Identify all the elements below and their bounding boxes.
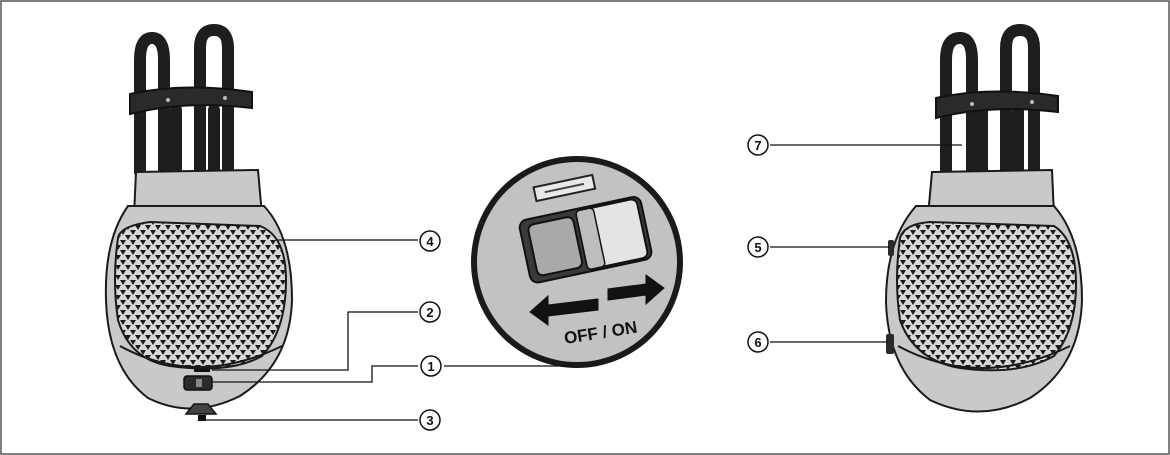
callout-5: 5 — [747, 236, 769, 258]
right-headband — [940, 23, 1040, 182]
left-strap-clip — [129, 86, 253, 116]
svg-text:4: 4 — [426, 234, 434, 249]
callout-1: 1 — [420, 355, 442, 377]
left-headband — [134, 23, 234, 178]
leader-lines — [206, 144, 962, 421]
off-arrow-icon — [529, 294, 599, 326]
svg-text:3: 3 — [426, 413, 433, 428]
svg-text:7: 7 — [754, 138, 761, 153]
svg-text:2: 2 — [426, 305, 433, 320]
right-cup-grille — [896, 220, 1078, 372]
svg-text:6: 6 — [754, 335, 761, 350]
switch-detail-inset: OFF / ON — [471, 156, 683, 368]
callout-6: 6 — [747, 331, 769, 353]
switch-arrows — [529, 274, 665, 326]
left-bottom-jack — [184, 403, 218, 415]
right-button-upper — [888, 240, 894, 256]
callout-7: 7 — [747, 134, 769, 156]
right-earmuff — [884, 23, 1084, 413]
right-strap-clip — [935, 90, 1059, 120]
svg-text:5: 5 — [754, 240, 761, 255]
callout-2: 2 — [419, 301, 441, 323]
callout-3: 3 — [419, 409, 441, 431]
callout-4: 4 — [419, 230, 441, 252]
svg-text:1: 1 — [427, 359, 434, 374]
left-earmuff — [104, 23, 294, 421]
right-button-lower — [886, 334, 894, 354]
left-cup-grille — [114, 220, 288, 370]
on-arrow-icon — [607, 274, 665, 306]
left-button-slot — [194, 369, 210, 372]
